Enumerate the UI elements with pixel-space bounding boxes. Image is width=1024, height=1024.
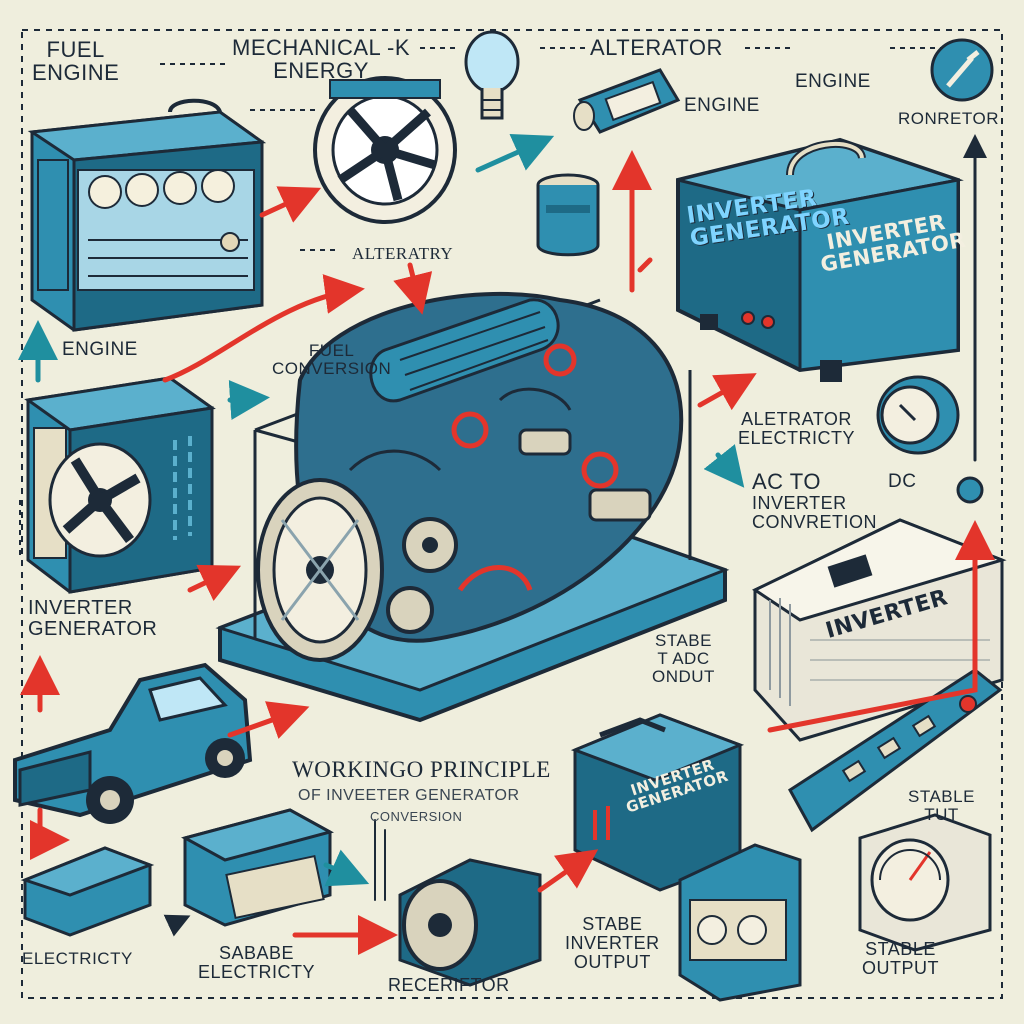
label-dc: DC <box>888 471 917 492</box>
label-stable-output: STABLE OUTPUT <box>862 939 939 978</box>
label-alternator-top: ALTERATOR <box>590 35 723 60</box>
label-alteratry: ALTERATRY <box>352 244 454 263</box>
fuel-engine-panel-device <box>27 98 267 332</box>
wrench-icon <box>930 38 994 102</box>
label-engine-mid: ENGINE <box>684 95 760 116</box>
alternator-battery-cylinder <box>573 68 681 134</box>
label-of-inverter-generator: OF INVEETER GENERATOR <box>298 787 520 804</box>
sabable-electricity-device <box>181 808 334 927</box>
label-receriftor: RECERIFTOR <box>388 975 510 995</box>
label-ronretor: RONRETOR <box>898 109 999 128</box>
label-working-principle: WORKINGO PRINCIPLE <box>292 757 551 782</box>
label-inverter-generator-left: INVERTER GENERATOR <box>28 597 158 640</box>
pickup-truck <box>13 662 253 824</box>
stable-output-panel-device <box>678 843 802 1002</box>
label-stabe-adc-output: STABE T ADC ONDUT <box>652 631 715 686</box>
inverter-generator-left-device <box>24 376 216 594</box>
label-inverter-conversion: INVERTER CONVRETION <box>752 493 878 532</box>
label-mechanical-energy: MECHANICAL -K ENERGY <box>232 35 411 84</box>
label-engine-top-right: ENGINE <box>795 71 871 92</box>
label-electricty-bottom: ELECTRICTY <box>22 949 133 968</box>
battery-device <box>20 846 155 937</box>
central-engine <box>215 291 730 723</box>
inverter-generator-big-device <box>676 137 964 382</box>
label-conversion-small: CONVERSION <box>370 809 463 824</box>
light-bulb-icon <box>464 30 520 120</box>
alternator-fan-wheel <box>313 76 457 224</box>
inverter-box-device <box>751 518 1007 742</box>
label-fuel-conversion: FUEL CONVERSION <box>272 341 392 378</box>
stable-output-bar-device <box>788 668 1003 833</box>
fuel-canister <box>536 173 600 257</box>
label-sabable-electricity: SABABE ELECTRICTY <box>198 943 316 982</box>
dashed-frame <box>21 29 1003 999</box>
connector-nut <box>956 476 984 504</box>
stable-output-meter-device <box>858 813 992 952</box>
label-ac-to: AC TO <box>752 469 821 494</box>
dashed-link-top <box>160 47 960 65</box>
rectifier-motor-device <box>398 858 542 987</box>
inverter-generator-small-device <box>570 713 745 892</box>
round-gauge-device <box>876 375 960 455</box>
label-stabe-inverter-output: STABE INVERTER OUTPUT <box>565 914 660 972</box>
label-engine-left: ENGINE <box>62 339 138 360</box>
label-altetrator-electricity: ALETRATOR ELECTRICTY <box>738 409 856 448</box>
flow-arrows <box>17 134 995 955</box>
label-fuel-engine: FUEL ENGINE <box>32 37 120 86</box>
label-stable-tut: STABLE TUT <box>908 787 975 824</box>
